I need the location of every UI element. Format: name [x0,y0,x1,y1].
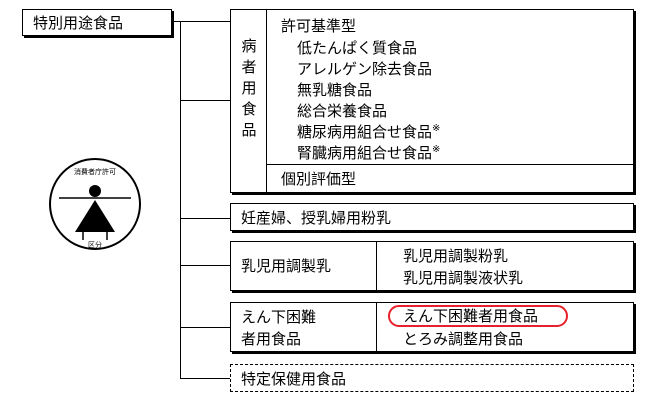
seal-bottom-text: 区分 [88,240,102,249]
dysphagia-item: えん下困難者用食品 [403,307,539,325]
permit-item: 無乳糖食品 [297,81,373,99]
permission-seal-icon: 消費者庁許可 区分 [49,158,141,250]
permit-item: 腎臓病用組合せ食品※ [297,144,441,162]
sick-food-label-column: 病者用食品 [231,10,267,192]
root-label: 特別用途食品 [33,14,124,32]
connector-infant [180,265,230,266]
infant-label: 乳児用調製乳 [241,257,332,275]
seal-top-text: 消費者庁許可 [74,167,116,176]
connector-fosh [180,378,230,379]
root-box: 特別用途食品 [22,9,172,36]
pregnant-box: 妊産婦、授乳婦用粉乳 [230,203,634,231]
dysphagia-highlight-oval [388,305,568,327]
permit-heading: 許可基準型 [281,17,357,35]
sick-food-box: 病者用食品 許可基準型 低たんぱく質食品 アレルゲン除去食品 無乳糖食品 総合栄… [230,9,634,193]
sick-food-vertical-label: 病者用食品 [241,37,257,139]
dysphagia-box: えん下困難 者用食品 えん下困難者用食品 とろみ調整用食品 [230,302,634,352]
fosh-label: 特定保健用食品 [241,370,347,388]
permit-item: 総合栄養食品 [297,102,388,120]
individual-eval-label: 個別評価型 [281,170,357,188]
connector-dysphagia [180,327,230,328]
infant-divider [376,242,377,290]
dysphagia-label-line: 者用食品 [241,330,302,348]
infant-box: 乳児用調製乳 乳児用調製粉乳 乳児用調製液状乳 [230,241,634,291]
fosh-box: 特定保健用食品 [230,364,634,392]
dysphagia-divider [376,303,377,351]
infant-item: 乳児用調製粉乳 [403,247,509,265]
individual-divider [267,164,633,165]
dysphagia-item: とろみ調整用食品 [403,330,524,348]
dysphagia-label-line: えん下困難 [241,308,317,326]
connector-horizontal-root [172,21,230,22]
connector-pregnant [180,218,230,219]
infant-item: 乳児用調製液状乳 [403,269,524,287]
permit-item: アレルゲン除去食品 [297,60,433,78]
connector-sick [180,100,230,101]
pregnant-label: 妊産婦、授乳婦用粉乳 [241,209,392,227]
connector-vertical-trunk [180,21,181,378]
permit-item: 糖尿病用組合せ食品※ [297,123,441,141]
permit-item: 低たんぱく質食品 [297,39,418,57]
